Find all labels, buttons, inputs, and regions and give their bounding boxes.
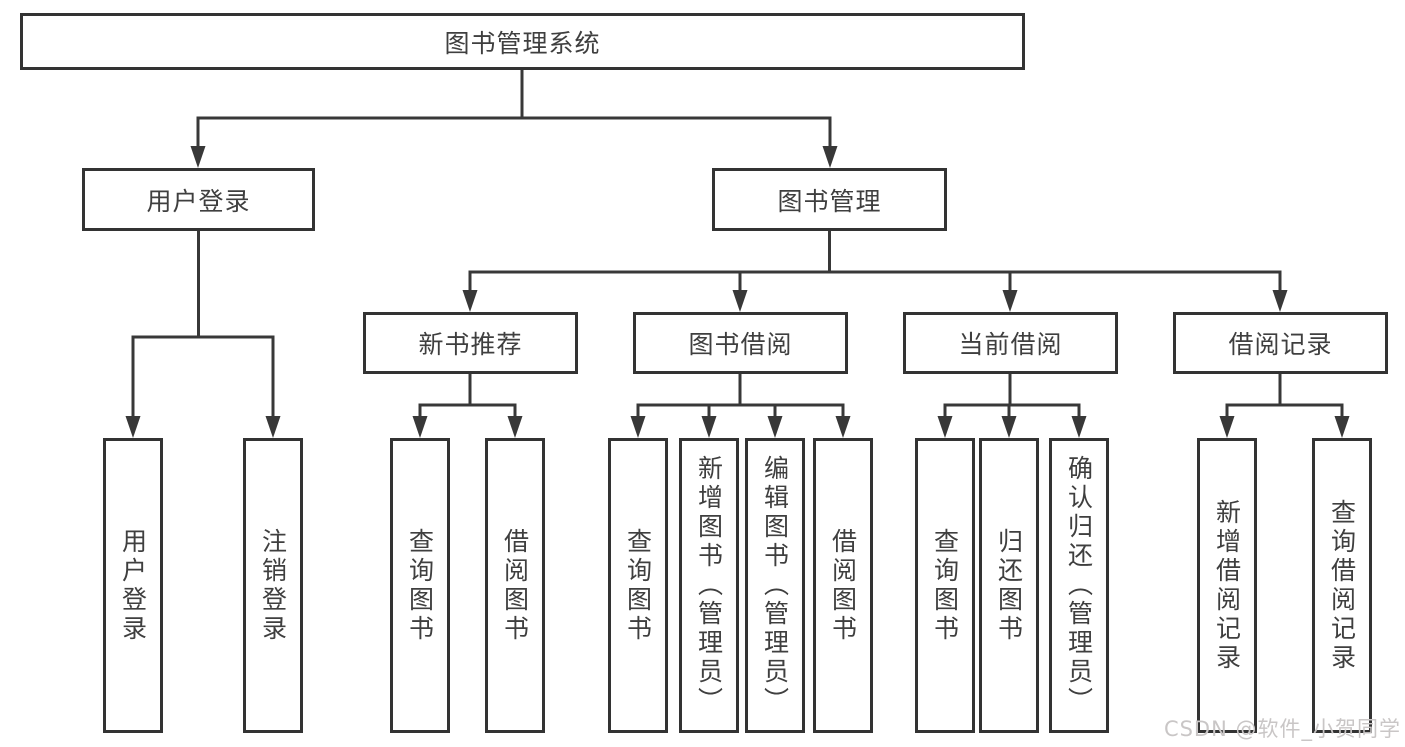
node-new-book-recommend: 新书推荐 [363,312,578,374]
node-leaf-query-books-3: 查询图书 [915,438,975,733]
node-leaf-query-books-3-label: 查询图书 [930,527,960,644]
node-leaf-logout-label: 注销登录 [258,527,288,644]
connector-borrow-records-children [1219,374,1350,438]
node-book-management-label: 图书管理 [777,186,882,216]
node-leaf-confirm-return-admin: 确认归还（管理员） [1049,438,1109,733]
node-leaf-borrow-books-1-label: 借阅图书 [500,527,530,644]
connector-book-borrow-children [630,374,851,438]
connector-book-management-sections [462,231,1288,312]
connector-current-borrow-children [937,374,1087,438]
node-current-borrow: 当前借阅 [903,312,1118,374]
node-new-book-recommend-label: 新书推荐 [418,330,523,359]
csdn-watermark: CSDN @软件_小贺同学 [1163,717,1401,741]
node-leaf-add-book-admin: 新增图书（管理员） [679,438,739,733]
node-leaf-return-book-label: 归还图书 [994,527,1024,644]
node-leaf-user-login-label: 用户登录 [118,527,148,644]
node-borrow-records-label: 借阅记录 [1228,330,1333,359]
node-leaf-borrow-books-1: 借阅图书 [485,438,545,733]
node-root: 图书管理系统 [20,13,1025,70]
node-leaf-edit-book-admin-label: 编辑图书（管理员） [760,455,790,716]
node-leaf-query-books-2-label: 查询图书 [623,527,653,644]
node-user-login: 用户登录 [82,168,315,231]
node-leaf-query-books-1-label: 查询图书 [405,527,435,644]
node-leaf-query-books-2: 查询图书 [608,438,668,733]
node-leaf-return-book: 归还图书 [979,438,1039,733]
connector-user-login-children [125,231,281,438]
node-current-borrow-label: 当前借阅 [958,330,1063,359]
node-leaf-user-login: 用户登录 [103,438,163,733]
node-user-login-label: 用户登录 [146,186,251,216]
node-book-management: 图书管理 [712,168,947,231]
node-root-label: 图书管理系统 [444,28,601,58]
node-borrow-records: 借阅记录 [1173,312,1388,374]
node-book-borrow-label: 图书借阅 [688,330,793,359]
node-leaf-confirm-return-admin-label: 确认归还（管理员） [1064,455,1094,716]
node-leaf-logout: 注销登录 [243,438,303,733]
node-leaf-borrow-books-2-label: 借阅图书 [828,527,858,644]
node-leaf-add-borrow-record: 新增借阅记录 [1197,438,1257,733]
node-leaf-borrow-books-2: 借阅图书 [813,438,873,733]
node-leaf-query-books-1: 查询图书 [390,438,450,733]
node-book-borrow: 图书借阅 [633,312,848,374]
node-leaf-edit-book-admin: 编辑图书（管理员） [745,438,805,733]
connector-new-book-recommend-children [412,374,523,438]
node-leaf-add-borrow-record-label: 新增借阅记录 [1212,498,1242,673]
node-leaf-query-borrow-record-label: 查询借阅记录 [1327,498,1357,673]
node-leaf-add-book-admin-label: 新增图书（管理员） [694,455,724,716]
node-leaf-query-borrow-record: 查询借阅记录 [1312,438,1372,733]
connector-root-to-level2 [190,70,838,168]
